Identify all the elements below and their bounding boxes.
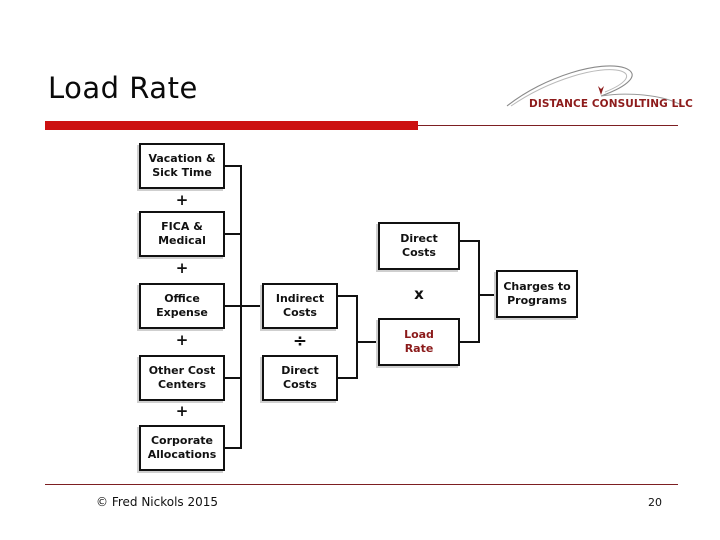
connector-to-charges	[478, 294, 498, 296]
logo-swoosh-icon	[506, 65, 684, 107]
box-fica-medical: FICA & Medical	[139, 211, 225, 257]
box-label: Other Cost Centers	[148, 364, 216, 391]
connector-left-bus	[240, 165, 242, 449]
connector-mid-1	[338, 295, 358, 297]
box-corporate-allocations: Corporate Allocations	[139, 425, 225, 471]
box-label: Corporate Allocations	[147, 434, 217, 461]
box-direct-costs-denominator: Direct Costs	[262, 355, 338, 401]
connector-right-1	[460, 240, 480, 242]
box-label: Load Rate	[404, 328, 434, 355]
operator-plus-4: +	[175, 402, 189, 420]
page-title: Load Rate	[48, 71, 198, 105]
box-vacation-sick-time: Vacation & Sick Time	[139, 143, 225, 189]
box-direct-costs-multiplier: Direct Costs	[378, 222, 460, 270]
connector-right-bus	[478, 240, 480, 343]
connector-left-2	[225, 233, 242, 235]
connector-left-3	[225, 305, 242, 307]
operator-plus-2: +	[175, 259, 189, 277]
title-rule-accent	[45, 121, 418, 130]
operator-plus-1: +	[175, 191, 189, 209]
box-indirect-costs: Indirect Costs	[262, 283, 338, 329]
connector-bus-to-indirect	[240, 305, 262, 307]
copyright-text: © Fred Nickols 2015	[96, 495, 219, 509]
box-charges-to-programs: Charges to Programs	[496, 270, 578, 318]
box-label: Charges to Programs	[503, 280, 571, 307]
box-load-rate: Load Rate	[378, 318, 460, 366]
operator-multiply: x	[414, 285, 424, 303]
logo: DISTANCE CONSULTING LLC	[505, 62, 693, 118]
page-number: 20	[648, 496, 662, 509]
operator-divide: ÷	[292, 331, 308, 351]
logo-text: DISTANCE CONSULTING LLC	[529, 98, 693, 110]
connector-left-5	[225, 447, 242, 449]
footer-rule	[45, 484, 678, 485]
connector-mid-to-load-rate	[356, 341, 378, 343]
box-label: Vacation & Sick Time	[148, 152, 216, 179]
connector-left-4	[225, 377, 242, 379]
box-label: Indirect Costs	[275, 292, 325, 319]
operator-plus-3: +	[175, 331, 189, 349]
box-label: Direct Costs	[400, 232, 438, 259]
connector-mid-bus	[356, 295, 358, 379]
box-label: FICA & Medical	[158, 220, 206, 247]
box-other-cost-centers: Other Cost Centers	[139, 355, 225, 401]
box-label: Direct Costs	[281, 364, 319, 391]
connector-mid-2	[338, 377, 358, 379]
box-label: Office Expense	[156, 292, 208, 319]
connector-right-2	[460, 341, 480, 343]
box-office-expense: Office Expense	[139, 283, 225, 329]
connector-left-1	[225, 165, 242, 167]
